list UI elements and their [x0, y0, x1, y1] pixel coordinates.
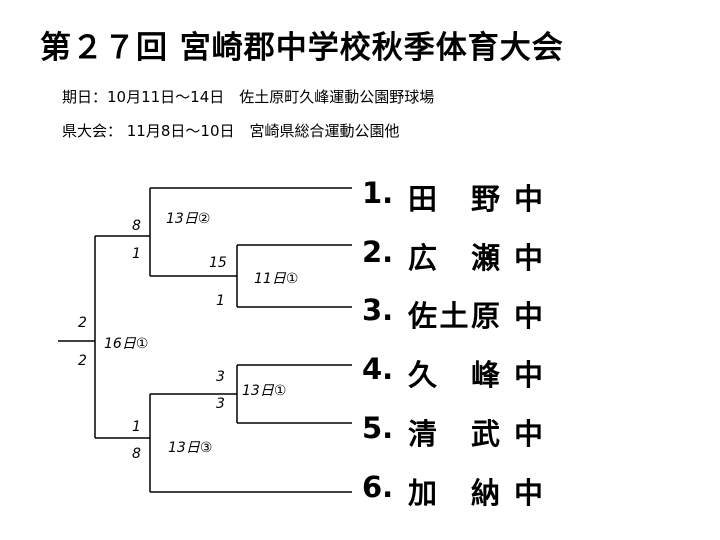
team-name: 田野: [408, 182, 500, 216]
team-suffix: 中: [514, 182, 544, 216]
team-name: 加納: [408, 476, 500, 510]
team-rank: 1.: [362, 176, 394, 210]
score-bottom-semi-a: 1: [132, 419, 141, 435]
bracket-lines: [58, 187, 352, 493]
date-top-semi: 13日②: [166, 211, 210, 227]
date-bottom-semi: 13日③: [168, 440, 212, 456]
team-suffix: 中: [514, 299, 544, 333]
team-name: 久峰: [408, 358, 500, 392]
team-rank: 4.: [362, 352, 394, 386]
score-top-semi-b: 1: [132, 246, 141, 262]
team-rank: 2.: [362, 235, 394, 269]
score-quarter-1-b: 1: [216, 293, 225, 309]
score-final-a: 2: [78, 315, 87, 331]
team-suffix: 中: [514, 417, 544, 451]
score-final-b: 2: [78, 353, 87, 369]
score-bottom-semi-b: 8: [132, 446, 141, 462]
team-suffix: 中: [514, 476, 544, 510]
event-period-info: 期日：10月11日～14日 佐土原町久峰運動公園野球場: [62, 88, 435, 106]
score-quarter-2-b: 3: [216, 396, 225, 412]
team-rank: 6.: [362, 470, 394, 504]
team-rank: 3.: [362, 293, 394, 327]
team-entry-6: 6. 加納 中: [362, 470, 702, 510]
team-suffix: 中: [514, 358, 544, 392]
score-top-semi-a: 8: [132, 218, 141, 234]
score-quarter-2-a: 3: [216, 369, 225, 385]
page-title: 第２７回 宮崎郡中学校秋季体育大会: [40, 30, 564, 66]
team-entry-3: 3. 佐土原 中: [362, 293, 702, 333]
team-entry-2: 2. 広瀬 中: [362, 235, 702, 275]
date-quarter-1: 11日①: [254, 271, 298, 287]
team-entry-1: 1. 田野 中: [362, 176, 702, 216]
date-quarter-2: 13日①: [242, 383, 286, 399]
team-entry-4: 4. 久峰 中: [362, 352, 702, 392]
team-entry-5: 5. 清武 中: [362, 411, 702, 451]
prefectural-tournament-info: 県大会： 11月8日～10日 宮崎県総合運動公園他: [62, 122, 400, 140]
team-name: 広瀬: [408, 241, 500, 275]
score-quarter-1-a: 15: [209, 255, 227, 271]
team-name: 清武: [408, 417, 500, 451]
date-final: 16日①: [104, 336, 148, 352]
team-name: 佐土原: [408, 299, 500, 333]
team-suffix: 中: [514, 241, 544, 275]
team-rank: 5.: [362, 411, 394, 445]
